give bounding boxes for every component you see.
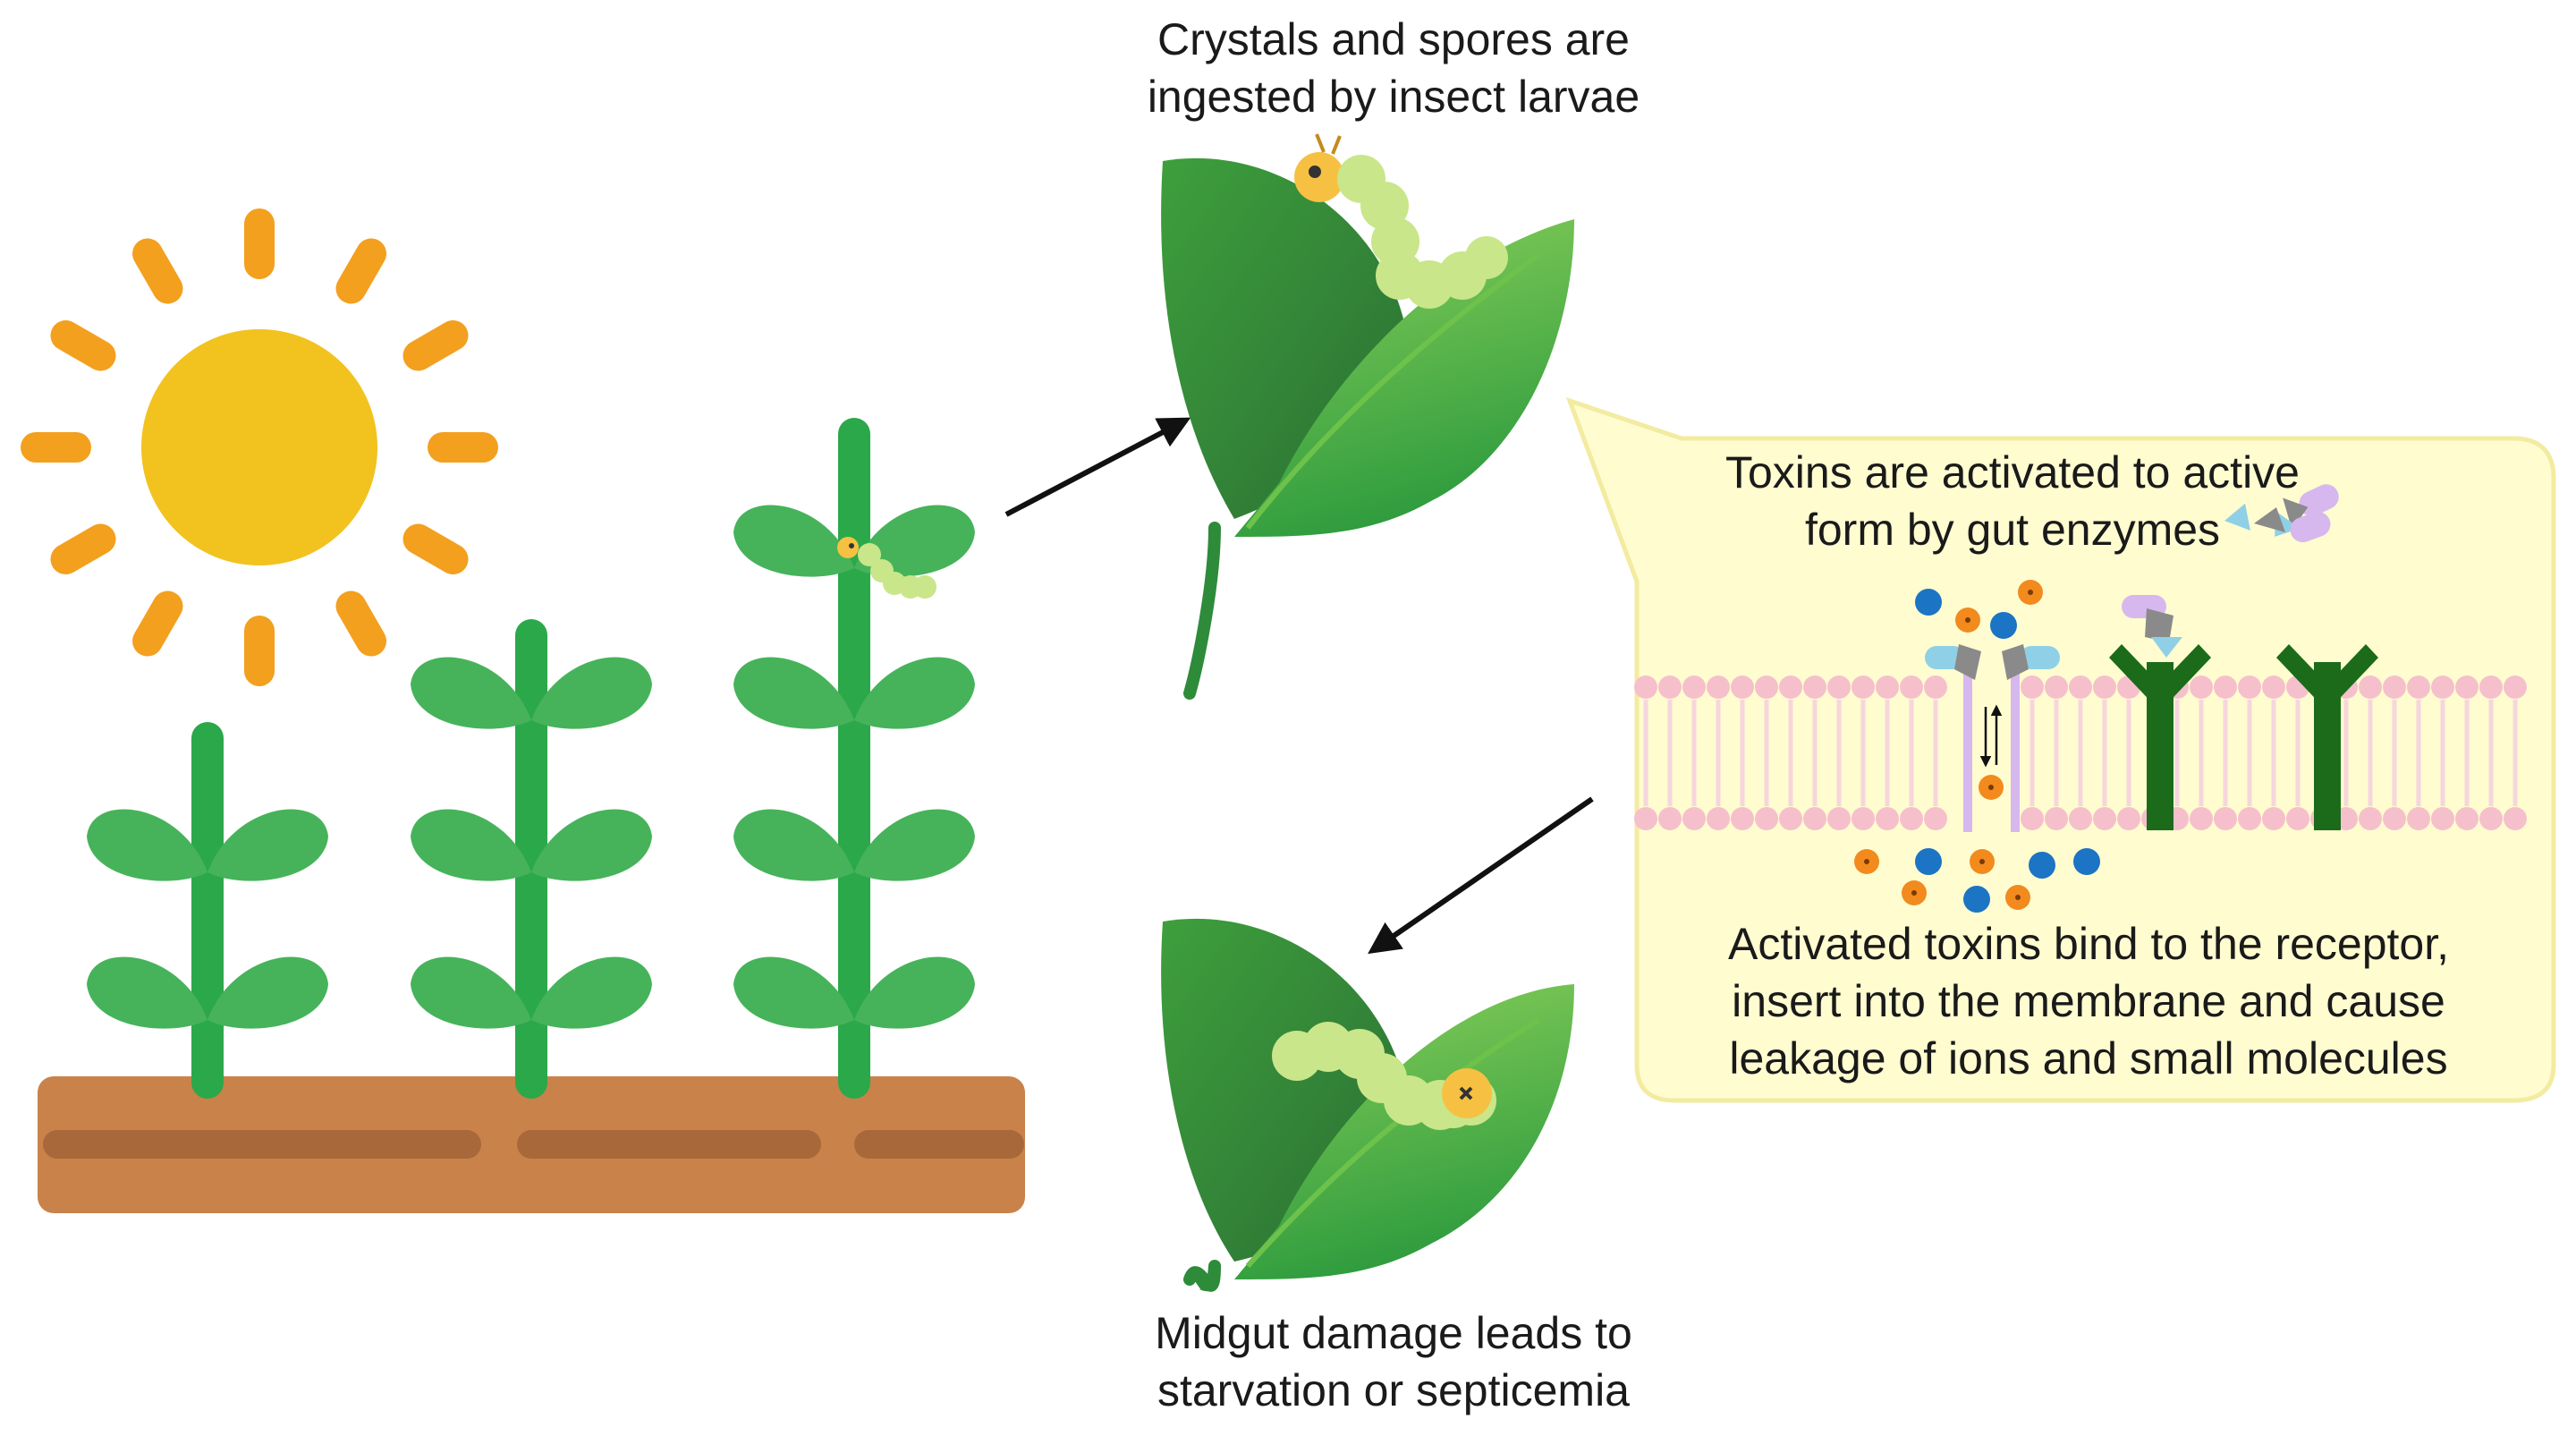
sun-icon [21,208,498,686]
plant-leaf [87,956,208,1029]
plant-leaf [854,956,975,1029]
caption-damage-line-2: starvation or septicemia [1157,1365,1630,1415]
caption-activation-line-2: form by gut enzymes [1804,505,2221,555]
caption-activation: Toxins are activated to active form by g… [1682,444,2343,558]
plant-leaf [531,809,652,881]
soil-bed [38,1076,1025,1213]
ion-blue [1915,848,1942,875]
plant-leaf [531,657,652,729]
ion-blue [2073,848,2100,875]
receptor-free-icon [2276,644,2378,830]
caption-binding-line-3: leakage of ions and small molecules [1729,1033,2448,1083]
ion-blue [2029,852,2055,879]
sun-ray [50,523,116,574]
caption-ingestion-line-1: Crystals and spores are [1157,14,1630,64]
caption-activation-line-1: Toxins are activated to active [1725,447,2300,497]
plant-leaf [411,956,531,1029]
ion-blue [1990,612,2017,639]
caption-binding-line-2: insert into the membrane and cause [1732,976,2445,1026]
caption-binding-line-1: Activated toxins bind to the receptor, [1727,919,2450,969]
sun-ray [335,238,386,304]
leaf-with-larva-icon [1161,133,1574,700]
small-larva-icon [837,537,936,599]
receptor-bound-icon [2109,595,2211,830]
crop-plants [87,418,975,1099]
toxin-pore [1925,644,2060,837]
plant-leaf [854,809,975,881]
plant-leaf [208,809,328,881]
ions-and-small-molecules [1854,580,2100,913]
plant-leaf [733,956,854,1029]
caption-ingestion: Crystals and spores are ingested by inse… [1116,11,1671,125]
sun-ray [335,591,386,657]
plant-icon [411,619,652,1099]
sun-ray [50,320,116,371]
arrow-to-damage [1368,796,1594,955]
plant-leaf [854,505,975,577]
sun-ray [132,238,183,304]
caption-damage-line-1: Midgut damage leads to [1155,1308,1632,1358]
midgut-callout-panel [1565,396,2556,1103]
plant-leaf [411,657,531,729]
plant-leaf [87,809,208,881]
plant-leaf [208,956,328,1029]
plant-icon [733,418,975,1099]
plant-leaf [854,657,975,729]
plant-leaf [733,505,854,577]
ion-blue [1915,589,1942,616]
leaf-with-dead-larva-icon [1161,918,1574,1292]
sun-ray [402,320,469,371]
sun-ray [402,523,469,574]
plant-leaf [411,809,531,881]
protoxin-icon [2224,503,2331,543]
sun-ray [132,591,183,657]
caption-ingestion-line-2: ingested by insect larvae [1147,72,1640,122]
plant-leaf [733,657,854,729]
plant-leaf [531,956,652,1029]
activated-toxin-icon [2275,484,2339,537]
plant-icon [87,722,328,1099]
arrow-to-ingestion [1004,417,1191,517]
plant-leaf [733,809,854,881]
sun-rays [21,208,498,686]
caption-binding: Activated toxins bind to the receptor, i… [1673,915,2504,1087]
caption-damage: Midgut damage leads to starvation or sep… [1116,1304,1671,1419]
ion-blue [1963,886,1990,913]
